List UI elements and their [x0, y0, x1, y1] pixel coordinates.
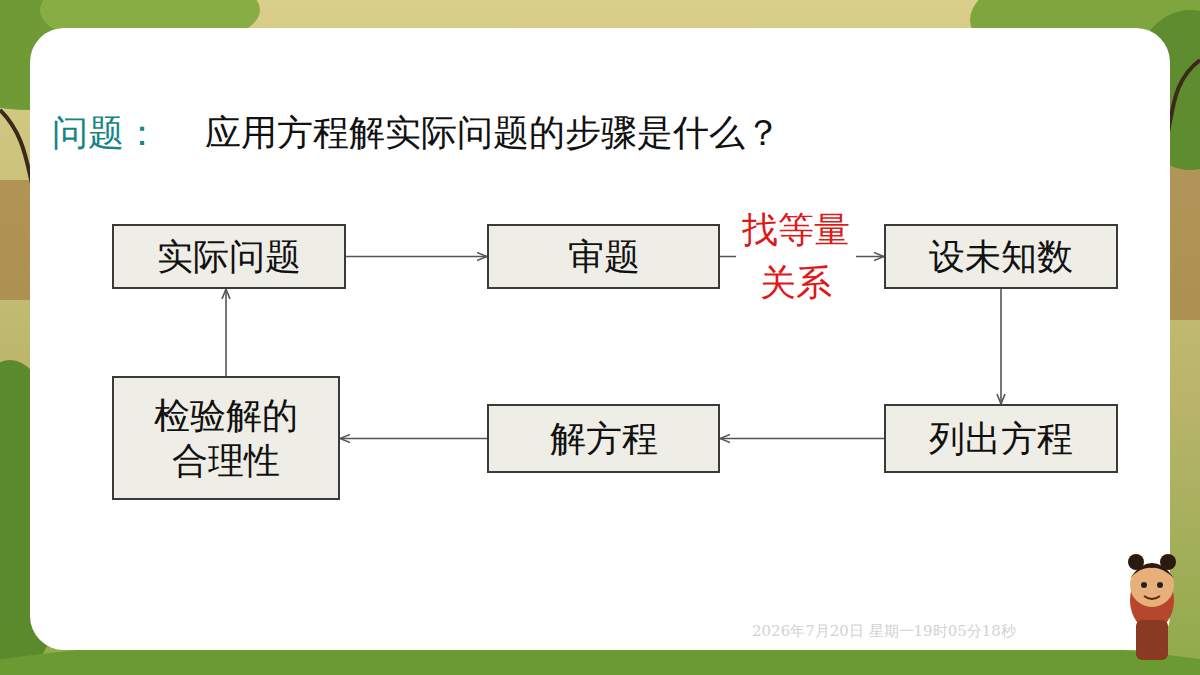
flow-arrow — [225, 289, 227, 376]
flow-arrow — [346, 256, 487, 258]
question-title: 应用方程解实际问题的步骤是什么？ — [205, 110, 781, 157]
box-label: 列出方程 — [929, 416, 1073, 461]
box-label: 检验解的合理性 — [150, 393, 301, 483]
box-label: 审题 — [568, 234, 640, 279]
process-box: 审题 — [487, 224, 720, 289]
process-box: 列出方程 — [884, 404, 1118, 473]
flow-arrow — [340, 438, 487, 440]
flow-arrow — [1000, 289, 1002, 404]
edge-label: 找等量 关系 — [736, 204, 855, 308]
cartoon-character — [1128, 554, 1176, 660]
process-box: 解方程 — [487, 404, 720, 473]
process-box: 设未知数 — [884, 224, 1118, 289]
box-label: 设未知数 — [929, 234, 1073, 279]
box-label: 实际问题 — [157, 234, 301, 279]
box-label: 解方程 — [550, 416, 658, 461]
process-box: 实际问题 — [112, 224, 346, 289]
process-box: 检验解的合理性 — [112, 376, 340, 500]
timestamp-watermark: 2026年7月20日 星期一19时05分18秒 — [752, 622, 1016, 641]
question-prefix: 问题： — [52, 110, 160, 157]
flow-arrow — [720, 438, 884, 440]
